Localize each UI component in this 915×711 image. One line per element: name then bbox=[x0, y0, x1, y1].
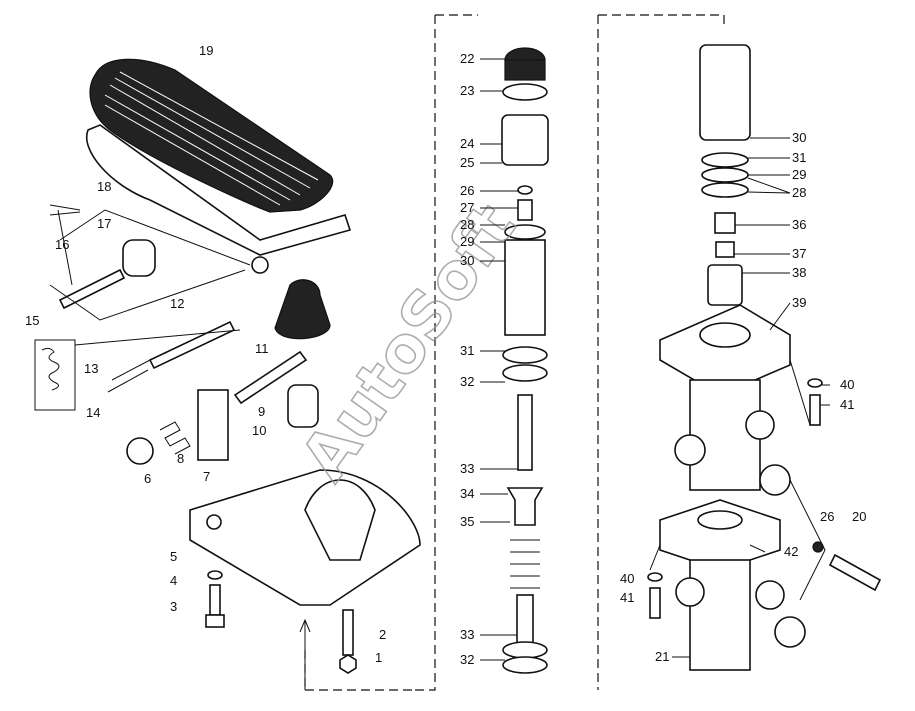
part-label: 9 bbox=[258, 404, 265, 419]
part-label: 5 bbox=[170, 549, 177, 564]
spring-13 bbox=[41, 347, 60, 391]
part-label: 15 bbox=[25, 313, 39, 328]
part-label: 25 bbox=[460, 155, 474, 170]
stud-2 bbox=[342, 609, 354, 656]
plunger-10 bbox=[287, 384, 319, 428]
part-label: 14 bbox=[86, 405, 100, 420]
part-label: 2 bbox=[379, 627, 386, 642]
bolt-3 bbox=[209, 584, 221, 616]
part-label: 34 bbox=[460, 486, 474, 501]
part-label: 27 bbox=[460, 200, 474, 215]
part-label: 40 bbox=[840, 377, 854, 392]
right-group-frame bbox=[597, 14, 725, 690]
part-label: 3 bbox=[170, 599, 177, 614]
part-label: 33 bbox=[460, 627, 474, 642]
part-label: 18 bbox=[97, 179, 111, 194]
pin-15 bbox=[58, 268, 126, 310]
washer-4 bbox=[207, 570, 223, 580]
nut-1 bbox=[339, 654, 357, 674]
part-label: 23 bbox=[460, 83, 474, 98]
part-label: 7 bbox=[203, 469, 210, 484]
part-label: 31 bbox=[460, 343, 474, 358]
part-label: 10 bbox=[252, 423, 266, 438]
part-label: 16 bbox=[55, 237, 69, 252]
lever-7 bbox=[197, 389, 229, 461]
part-label: 17 bbox=[97, 216, 111, 231]
spring-8 bbox=[159, 421, 191, 455]
part-label: 6 bbox=[144, 471, 151, 486]
middle-group-frame bbox=[304, 14, 478, 691]
part-label: 26 bbox=[460, 183, 474, 198]
part-label: 41 bbox=[840, 397, 854, 412]
part-label: 28 bbox=[460, 217, 474, 232]
part-label: 33 bbox=[460, 461, 474, 476]
part-label: 19 bbox=[199, 43, 213, 58]
part-label: 12 bbox=[170, 296, 184, 311]
base-plate-5 bbox=[189, 469, 421, 606]
part-label: 32 bbox=[460, 652, 474, 667]
cotter-pin-16 bbox=[49, 204, 81, 286]
part-label: 26 bbox=[820, 509, 834, 524]
part-label: 20 bbox=[852, 509, 866, 524]
pedal-assembly bbox=[85, 58, 352, 274]
part-label: 39 bbox=[792, 295, 806, 310]
boot-11 bbox=[274, 279, 331, 340]
part-label: 8 bbox=[177, 451, 184, 466]
part-label: 13 bbox=[84, 361, 98, 376]
ball-6 bbox=[126, 437, 154, 465]
part-label: 42 bbox=[784, 544, 798, 559]
part-label: 30 bbox=[792, 130, 806, 145]
rod-9 bbox=[233, 350, 308, 405]
part-label: 41 bbox=[620, 590, 634, 605]
part-label: 24 bbox=[460, 136, 474, 151]
right-stack bbox=[647, 44, 882, 671]
part-label: 11 bbox=[255, 341, 269, 356]
pin-12 bbox=[148, 320, 236, 370]
part-label: 31 bbox=[792, 150, 806, 165]
part-label: 30 bbox=[460, 253, 474, 268]
part-label: 28 bbox=[792, 185, 806, 200]
part-label: 4 bbox=[170, 573, 177, 588]
part-label: 1 bbox=[375, 650, 382, 665]
part-label: 32 bbox=[460, 374, 474, 389]
part-label: 40 bbox=[620, 571, 634, 586]
part-label: 22 bbox=[460, 51, 474, 66]
part-label: 37 bbox=[792, 246, 806, 261]
middle-stack bbox=[501, 47, 549, 674]
part-label: 38 bbox=[792, 265, 806, 280]
part-label: 36 bbox=[792, 217, 806, 232]
part-label: 21 bbox=[655, 649, 669, 664]
part-label: 29 bbox=[792, 167, 806, 182]
fitting-20 bbox=[828, 553, 882, 592]
part-label: 35 bbox=[460, 514, 474, 529]
cover-39 bbox=[659, 304, 791, 396]
part-label: 29 bbox=[460, 234, 474, 249]
roller-17 bbox=[122, 239, 156, 277]
